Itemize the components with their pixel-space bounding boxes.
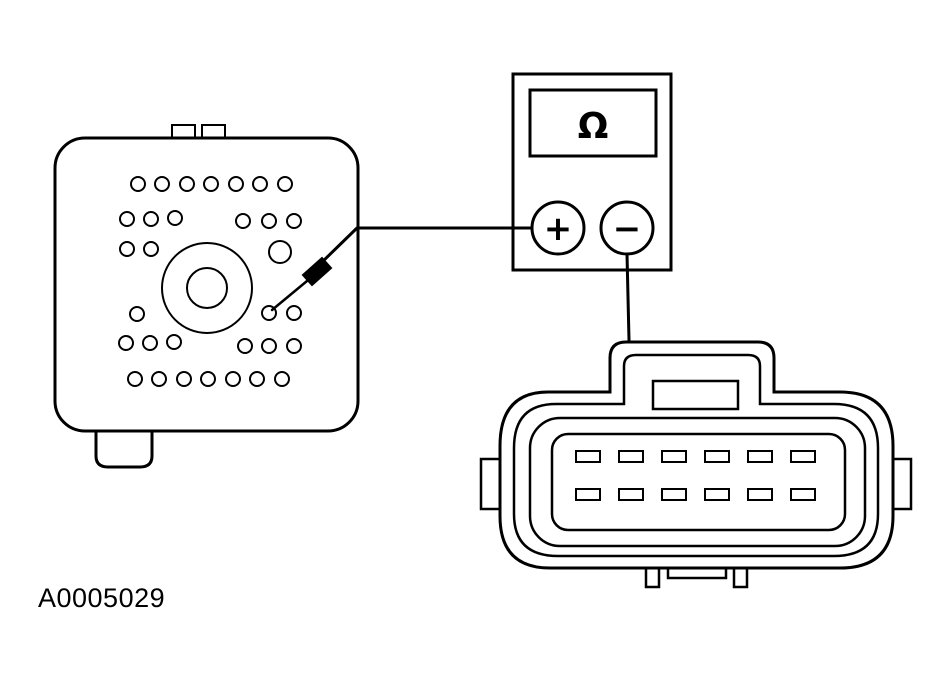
connector-cavity-block xyxy=(550,432,847,532)
connector-seal-ring xyxy=(512,353,880,558)
component-pin xyxy=(143,211,159,227)
component-pin xyxy=(225,371,241,387)
figure-id: A0005029 xyxy=(38,583,166,613)
component-pin xyxy=(142,335,158,351)
component-pin xyxy=(252,176,268,192)
connector-cavity xyxy=(575,450,601,463)
component-pin xyxy=(274,371,290,387)
component-pin xyxy=(203,176,219,192)
component-pin xyxy=(154,176,170,192)
component-pin xyxy=(167,210,183,226)
connector-locking-tab xyxy=(651,379,740,411)
component-pin-large xyxy=(268,240,292,264)
meter-positive-label: + xyxy=(544,209,573,249)
component-pin xyxy=(261,338,277,354)
component-pin-field xyxy=(118,176,302,387)
component-pin xyxy=(200,371,216,387)
connector-cavity xyxy=(575,488,601,501)
meter-display xyxy=(528,88,658,158)
meter-display-symbol: Ω xyxy=(578,106,609,147)
component-pin xyxy=(237,338,253,354)
component-pin xyxy=(235,213,251,229)
connector-outer-shell xyxy=(498,340,895,570)
positive-probe-handle xyxy=(301,256,333,287)
test-probe-icon xyxy=(270,256,333,312)
connector-inner-face xyxy=(528,416,867,548)
component-pin xyxy=(286,213,302,229)
meter-negative-label: − xyxy=(613,209,642,249)
component-pin xyxy=(143,241,159,257)
positive-lead-wire xyxy=(316,226,534,268)
component-pin xyxy=(127,371,143,387)
component-pin xyxy=(151,371,167,387)
connector-cavity-under-test xyxy=(618,450,644,463)
connector-cavity xyxy=(704,488,730,501)
component-center-hole xyxy=(186,267,228,309)
component-pin xyxy=(286,338,302,354)
connector-cavity xyxy=(747,450,773,463)
component-pin xyxy=(130,176,146,192)
component-pin xyxy=(176,371,192,387)
connector-cavity xyxy=(661,450,687,463)
connector-icon xyxy=(479,340,913,589)
connector-cavity xyxy=(790,488,816,501)
positive-probe-tip xyxy=(270,279,309,312)
component-pin xyxy=(179,176,195,192)
connector-cavity xyxy=(618,488,644,501)
component-pin xyxy=(286,305,302,321)
ohmmeter-icon: Ω + − xyxy=(511,72,673,272)
component-icon xyxy=(53,124,360,469)
component-pin xyxy=(249,371,265,387)
connector-cavity xyxy=(790,450,816,463)
component-pin xyxy=(261,213,277,229)
connector-cavity xyxy=(747,488,773,501)
component-pin xyxy=(166,334,182,350)
component-pin xyxy=(228,176,244,192)
component-pin xyxy=(119,241,135,257)
component-pin xyxy=(277,176,293,192)
component-pin xyxy=(118,335,134,351)
connector-cavity xyxy=(704,450,730,463)
component-bottom-latch xyxy=(94,428,154,469)
connector-cavity xyxy=(661,488,687,501)
component-pin xyxy=(119,211,135,227)
component-pin xyxy=(129,306,145,322)
